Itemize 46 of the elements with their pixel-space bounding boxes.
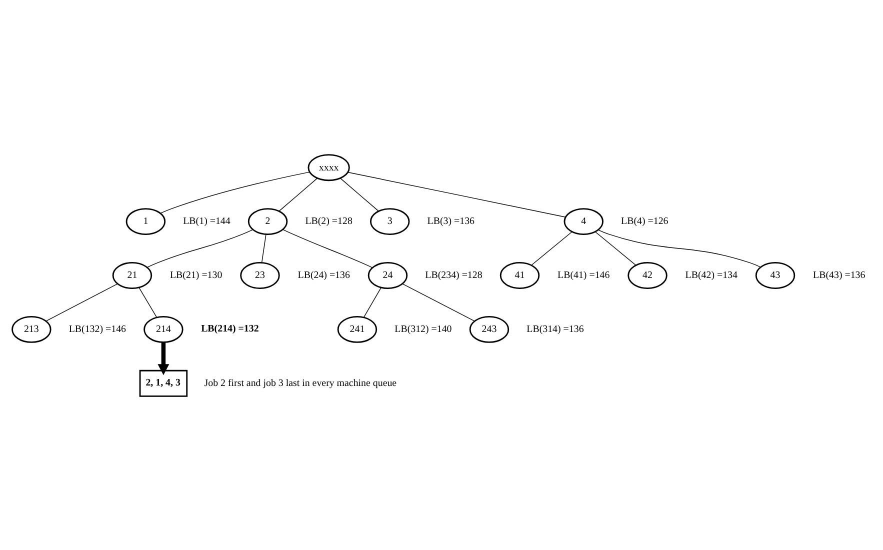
connector xyxy=(278,177,318,212)
node-ellipse: 24 xyxy=(368,262,408,288)
connector xyxy=(347,171,566,217)
node-ellipse: xxxx xyxy=(308,154,350,181)
node-label: LB(3) =136 xyxy=(427,216,475,227)
connector xyxy=(363,286,382,318)
node-label: LB(43) =136 xyxy=(813,270,866,281)
node-label: LB(132) =146 xyxy=(68,324,126,335)
node-label: LB(42) =134 xyxy=(685,270,738,281)
node-label: LB(1) =144 xyxy=(183,216,230,227)
node-label: LB(314) =136 xyxy=(526,324,584,335)
connector xyxy=(46,283,118,321)
connector xyxy=(146,228,254,268)
connector xyxy=(282,228,373,268)
connector xyxy=(595,231,636,266)
node-ellipse: 4 xyxy=(564,208,604,235)
node-label: LB(41) =146 xyxy=(558,270,610,281)
node-ellipse: 241 xyxy=(337,315,378,342)
node-ellipse: 1 xyxy=(126,208,166,235)
node-label: LB(2) =128 xyxy=(305,216,352,227)
node-ellipse: 42 xyxy=(628,262,668,288)
node-ellipse: 2 xyxy=(248,208,288,235)
connector xyxy=(402,283,475,321)
node-label: LB(234) =128 xyxy=(425,270,482,281)
node-ellipse: 21 xyxy=(112,262,152,288)
node-ellipse: 43 xyxy=(755,262,796,288)
connector xyxy=(598,229,761,267)
connector xyxy=(138,286,158,318)
node-ellipse: 41 xyxy=(500,262,540,288)
node-label: LB(312) =140 xyxy=(394,324,452,335)
connector xyxy=(531,231,572,266)
node-ellipse: 23 xyxy=(240,262,280,288)
node-label: LB(24) =136 xyxy=(298,270,350,281)
arrow xyxy=(158,342,170,375)
node-ellipse: 3 xyxy=(370,208,410,235)
node-label: LB(4) =126 xyxy=(621,216,668,227)
node-label: LB(21) =130 xyxy=(170,270,222,281)
node-box: 2, 1, 4, 3 xyxy=(139,369,188,396)
node-ellipse: 213 xyxy=(12,315,52,342)
node-label: LB(214) =132 xyxy=(201,322,259,334)
node-ellipse: 243 xyxy=(469,315,510,342)
node-label: Job 2 first and job 3 last in every machine queue xyxy=(204,378,397,389)
connector xyxy=(340,177,379,212)
connector xyxy=(160,171,310,214)
node-ellipse: 214 xyxy=(144,315,184,342)
connector xyxy=(261,234,266,263)
